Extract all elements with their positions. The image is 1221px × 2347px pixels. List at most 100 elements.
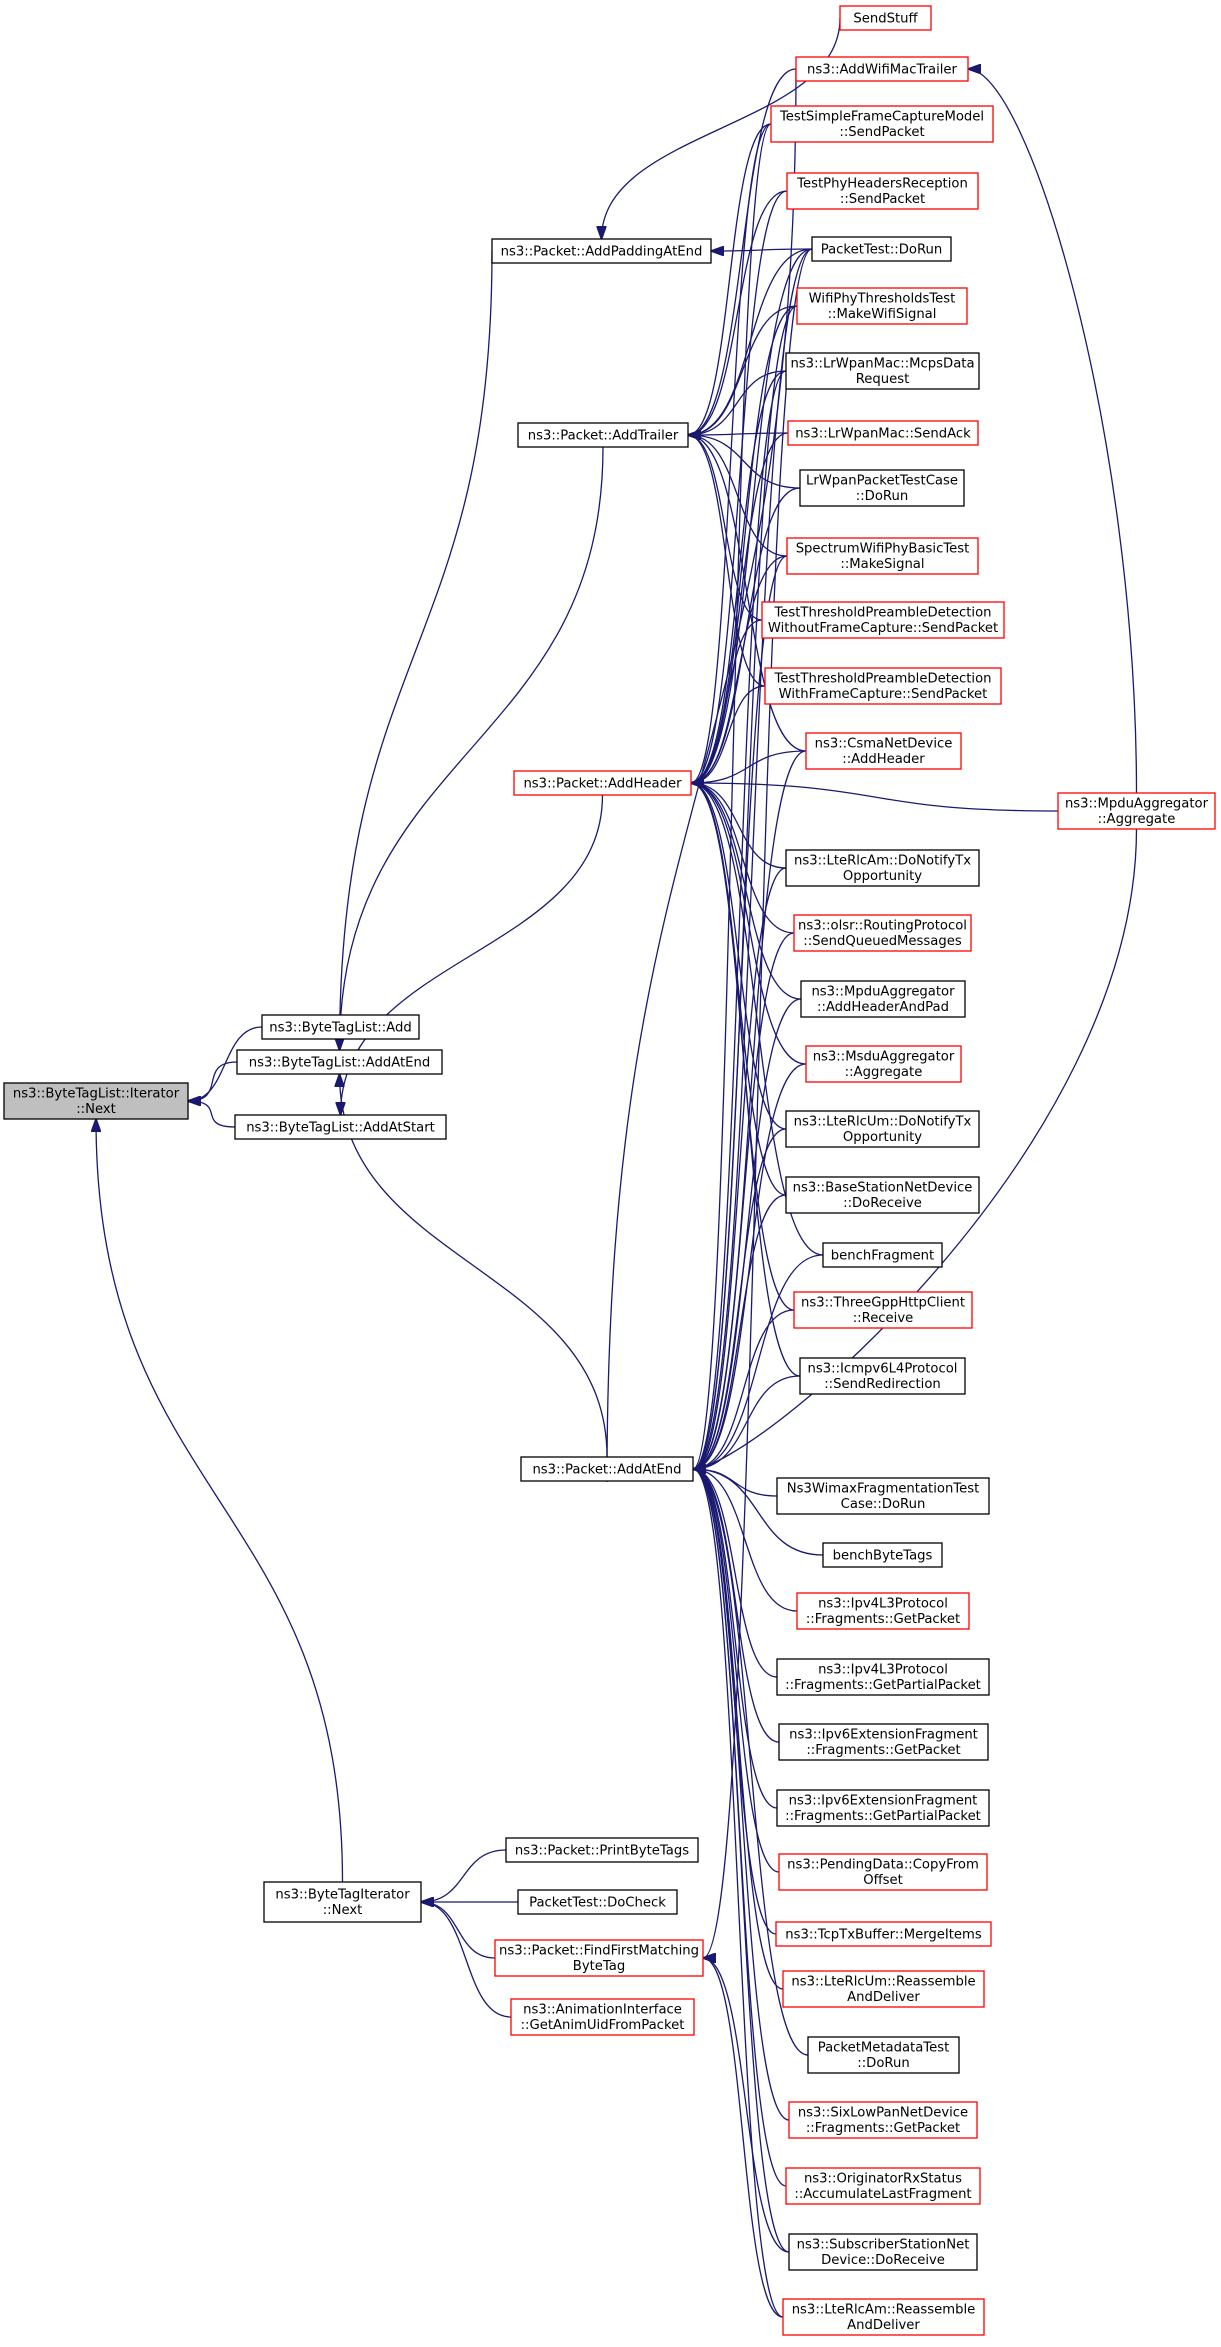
node-sendstuff[interactable]: SendStuff xyxy=(839,5,932,31)
node-mpduagg[interactable]: ns3::MpduAggregator::Aggregate xyxy=(1057,792,1216,830)
node-benchfrag[interactable]: benchFragment xyxy=(822,1242,943,1268)
node-pmt[interactable]: PacketMetadataTest::DoRun xyxy=(807,2036,960,2074)
node-wpt[interactable]: WifiPhyThresholdsTest::MakeWifiSignal xyxy=(796,287,968,325)
node-ssnd[interactable]: ns3::SubscriberStationNetDevice::DoRecei… xyxy=(788,2233,978,2271)
node-label-lteam_ra-0: ns3::LteRlcAm::Reassemble xyxy=(792,2303,976,2318)
node-box-mpduagg xyxy=(1057,792,1216,830)
node-orig[interactable]: ns3::OriginatorRxStatus::AccumulateLastF… xyxy=(785,2167,981,2205)
node-label-lrptc-0: LrWpanPacketTestCase xyxy=(806,474,958,489)
node-label-msduagg-1: ::Aggregate xyxy=(845,1065,923,1080)
node-label-ipv4frag_gpp-0: ns3::Ipv4L3Protocol xyxy=(818,1663,948,1678)
node-msduagg[interactable]: ns3::MsduAggregator::Aggregate xyxy=(805,1045,962,1083)
node-label-lteum_tx-0: ns3::LteRlcUm::DoNotifyTx xyxy=(794,1115,972,1130)
node-label-addpadding-0: ns3::Packet::AddPaddingAtEnd xyxy=(501,244,703,259)
node-lrsendack[interactable]: ns3::LrWpanMac::SendAck xyxy=(787,420,979,446)
node-btl_add[interactable]: ns3::ByteTagList::Add xyxy=(261,1014,420,1040)
node-next[interactable]: ns3::ByteTagList::Iterator::Next xyxy=(3,1082,189,1120)
node-label-orig-1: ::AccumulateLastFragment xyxy=(794,2187,971,2202)
node-tphr[interactable]: TestPhyHeadersReception::SendPacket xyxy=(786,172,979,210)
node-tcptx[interactable]: ns3::TcpTxBuffer::MergeItems xyxy=(775,1921,992,1947)
node-paddatend[interactable]: ns3::Packet::AddAtEnd xyxy=(520,1456,694,1482)
edge-icmpv6-to-paddatend xyxy=(693,1375,801,1469)
edge-swpbt-to-addheader xyxy=(691,555,788,783)
node-box-lteam_ra xyxy=(782,2298,985,2336)
edge-paddatend-to-btl_addatend xyxy=(340,1074,608,1458)
node-ttpd_wo[interactable]: TestThresholdPreambleDetectionWithoutFra… xyxy=(761,601,1005,639)
node-label-sixlowpan-1: ::Fragments::GetPacket xyxy=(806,2121,960,2136)
edge-bti_next-to-next xyxy=(96,1119,344,1883)
node-ipv4frag_gpp[interactable]: ns3::Ipv4L3Protocol::Fragments::GetParti… xyxy=(776,1658,990,1696)
node-pt_docheck[interactable]: PacketTest::DoCheck xyxy=(517,1889,678,1915)
node-ttpd_w[interactable]: TestThresholdPreambleDetectionWithFrameC… xyxy=(764,667,1002,705)
node-bsnd[interactable]: ns3::BaseStationNetDevice::DoReceive xyxy=(785,1176,980,1214)
node-box-tsfcm xyxy=(770,105,994,143)
node-label-ssnd-0: ns3::SubscriberStationNet xyxy=(797,2238,970,2253)
node-label-btl_add-0: ns3::ByteTagList::Add xyxy=(269,1020,411,1035)
node-bti_next[interactable]: ns3::ByteTagIterator::Next xyxy=(263,1881,422,1923)
node-mpdu_ahp[interactable]: ns3::MpduAggregator::AddHeaderAndPad xyxy=(800,980,966,1018)
node-swpbt[interactable]: SpectrumWifiPhyBasicTest::MakeSignal xyxy=(786,537,979,575)
node-icmpv6[interactable]: ns3::Icmpv6L4Protocol::SendRedirection xyxy=(799,1357,966,1395)
node-box-ipv6frag_gp xyxy=(778,1723,989,1761)
node-addheader[interactable]: ns3::Packet::AddHeader xyxy=(513,770,692,796)
edge-findfirst-to-bti_next xyxy=(421,1902,496,1959)
edge-getanimuid-to-bti_next xyxy=(421,1902,512,2018)
node-box-bti_next xyxy=(263,1881,422,1923)
edge-ipv4frag_gp-to-paddatend xyxy=(693,1469,798,1612)
node-btl_addatend[interactable]: ns3::ByteTagList::AddAtEnd xyxy=(236,1049,443,1075)
node-btl_addatstart[interactable]: ns3::ByteTagList::AddAtStart xyxy=(234,1114,447,1140)
node-sixlowpan[interactable]: ns3::SixLowPanNetDevice::Fragments::GetP… xyxy=(788,2101,978,2139)
node-addtrailer[interactable]: ns3::Packet::AddTrailer xyxy=(517,422,689,448)
edge-lrmcps-to-addtrailer xyxy=(688,370,787,435)
node-label-olsr-1: ::SendQueuedMessages xyxy=(803,934,962,949)
node-label-findfirst-0: ns3::Packet::FindFirstMatching xyxy=(499,1944,699,1959)
edge-btl_addatend-to-next xyxy=(188,1061,238,1101)
node-label-swpbt-1: ::MakeSignal xyxy=(840,557,924,572)
node-getanimuid[interactable]: ns3::AnimationInterface::GetAnimUidFromP… xyxy=(510,1998,695,2036)
node-label-ttpd_wo-1: WithoutFrameCapture::SendPacket xyxy=(768,621,998,636)
node-label-lteum_ra-0: ns3::LteRlcUm::Reassemble xyxy=(791,1975,975,1990)
edge-wpt-to-addtrailer xyxy=(688,305,798,435)
edge-lteam_ra-to-findfirst xyxy=(703,1958,784,2318)
node-label-btl_addatstart-0: ns3::ByteTagList::AddAtStart xyxy=(246,1120,435,1135)
node-ipv6frag_gpp[interactable]: ns3::Ipv6ExtensionFragment::Fragments::G… xyxy=(776,1789,990,1827)
node-ipv6frag_gp[interactable]: ns3::Ipv6ExtensionFragment::Fragments::G… xyxy=(778,1723,989,1761)
node-ipv4frag_gp[interactable]: ns3::Ipv4L3Protocol::Fragments::GetPacke… xyxy=(796,1592,970,1630)
node-label-addheader-0: ns3::Packet::AddHeader xyxy=(523,776,682,791)
node-addwifimac[interactable]: ns3::AddWifiMacTrailer xyxy=(795,56,969,82)
node-box-lteam_tx xyxy=(785,849,980,887)
node-label-pending-1: Offset xyxy=(863,1873,903,1888)
node-label-bsnd-1: ::DoReceive xyxy=(843,1196,922,1211)
edge-pt_dorun-to-addtrailer xyxy=(688,248,813,435)
node-box-pmt xyxy=(807,2036,960,2074)
node-printbytetags[interactable]: ns3::Packet::PrintByteTags xyxy=(505,1837,699,1863)
node-box-getanimuid xyxy=(510,1998,695,2036)
node-olsr[interactable]: ns3::olsr::RoutingProtocol::SendQueuedMe… xyxy=(793,914,972,952)
edge-mpduagg-to-addheader xyxy=(691,783,1059,812)
node-addpadding[interactable]: ns3::Packet::AddPaddingAtEnd xyxy=(491,238,712,264)
node-benchbytetags[interactable]: benchByteTags xyxy=(822,1542,943,1568)
node-box-lrsendack xyxy=(787,420,979,446)
node-label-tsfcm-1: ::SendPacket xyxy=(839,125,924,140)
node-label-ipv4frag_gp-0: ns3::Ipv4L3Protocol xyxy=(818,1597,948,1612)
edge-addtrailer-to-btl_addatend xyxy=(340,446,604,1050)
node-box-addwifimac xyxy=(795,56,969,82)
node-lrptc[interactable]: LrWpanPacketTestCase::DoRun xyxy=(799,469,965,507)
node-pt_dorun[interactable]: PacketTest::DoRun xyxy=(811,236,952,262)
node-tsfcm[interactable]: TestSimpleFrameCaptureModel::SendPacket xyxy=(770,105,994,143)
edge-bsnd-to-paddatend xyxy=(693,1194,787,1469)
edge-pt_dorun-to-paddatend xyxy=(693,248,813,1469)
node-box-tcptx xyxy=(775,1921,992,1947)
edge-lrmcps-to-paddatend xyxy=(693,370,787,1469)
node-label-csma-0: ns3::CsmaNetDevice xyxy=(815,737,953,752)
node-csma[interactable]: ns3::CsmaNetDevice::AddHeader xyxy=(805,732,962,770)
node-threegpp[interactable]: ns3::ThreeGppHttpClient::Receive xyxy=(793,1291,973,1329)
